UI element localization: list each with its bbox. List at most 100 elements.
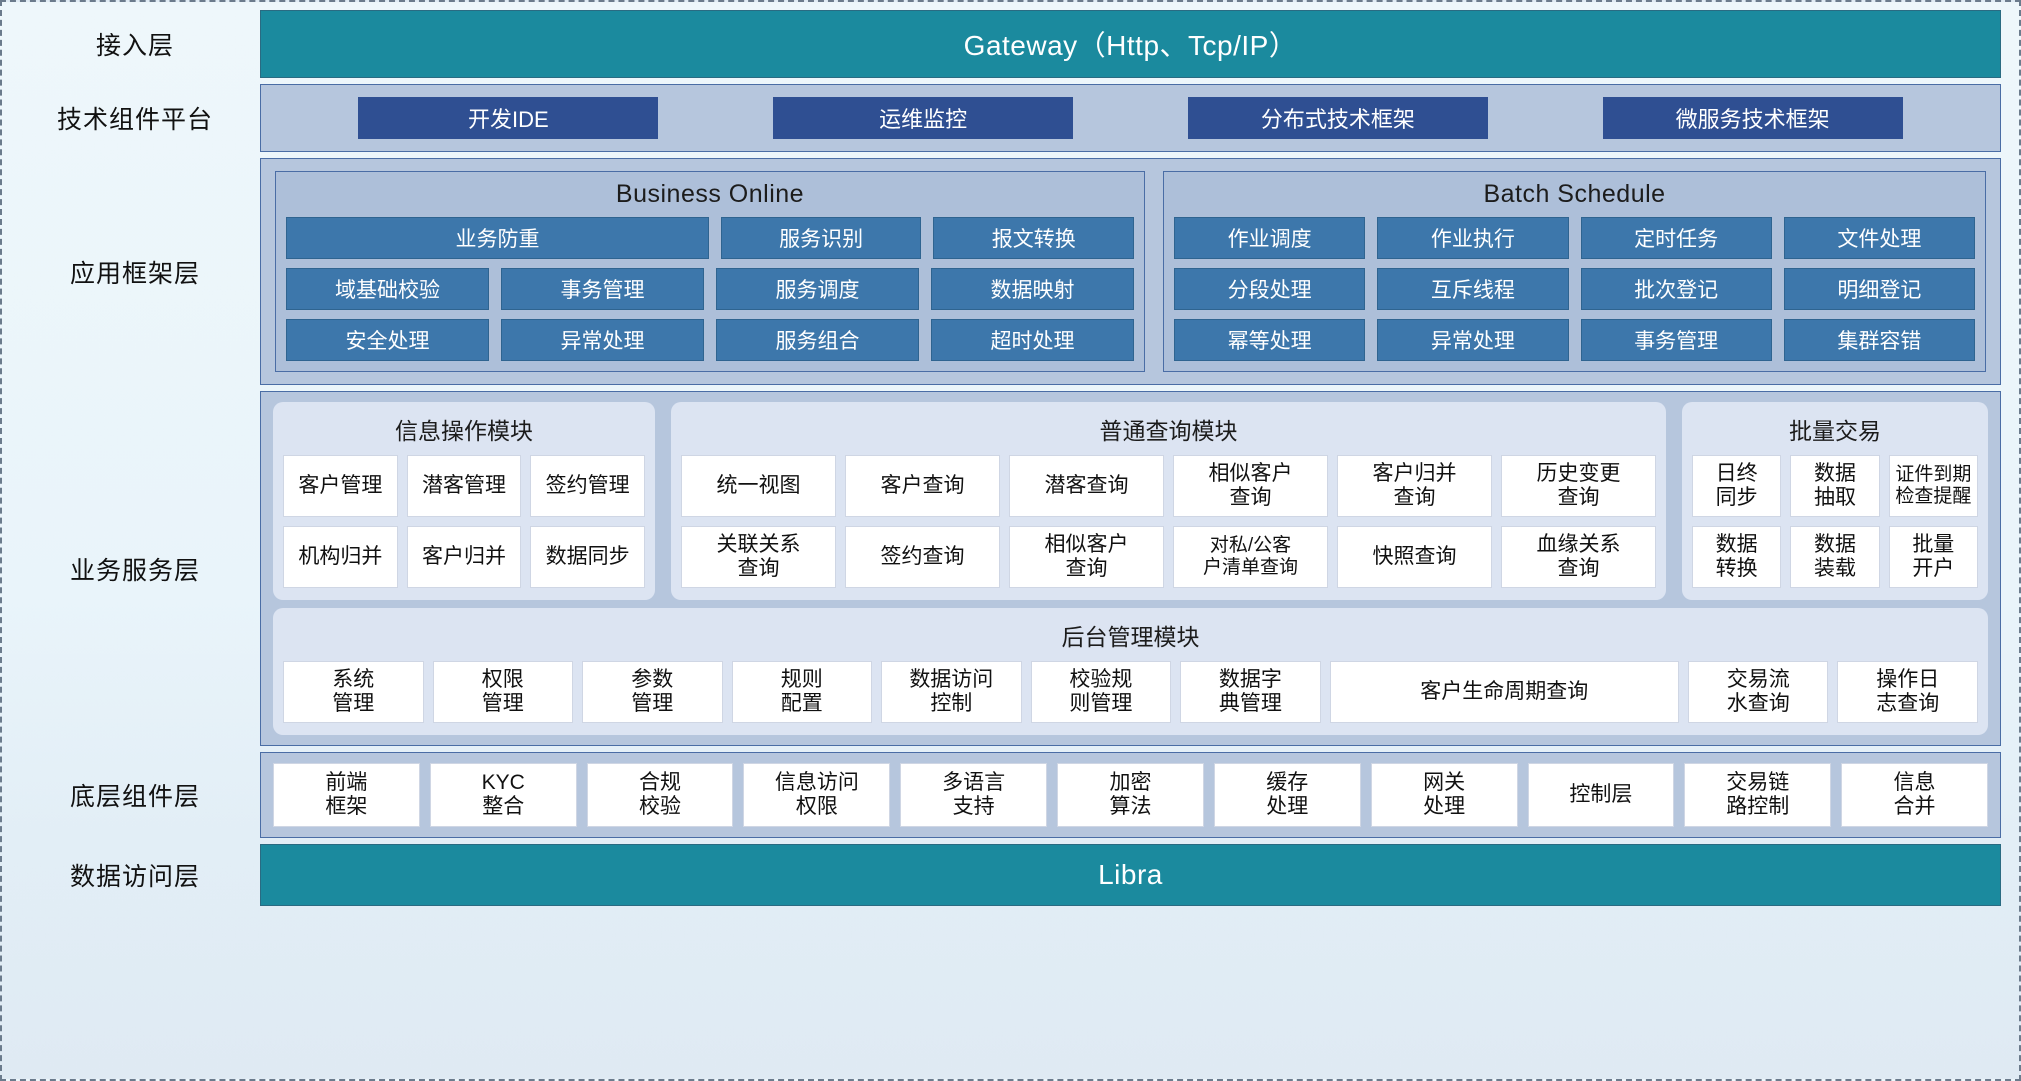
card-permission-mgmt[interactable]: 权限管理 <box>432 661 574 723</box>
module-common-query: 普通查询模块 统一视图 客户查询 潜客查询 相似客户查询 客户归并查询 历史变更… <box>671 402 1666 600</box>
card-customer-lifecycle-query[interactable]: 客户生命周期查询 <box>1329 661 1679 723</box>
card-data-sync[interactable]: 数据同步 <box>530 526 646 588</box>
card-snapshot-query[interactable]: 快照查询 <box>1337 526 1492 588</box>
card-rule-config[interactable]: 规则配置 <box>731 661 873 723</box>
card-history-change-query[interactable]: 历史变更查询 <box>1501 455 1656 517</box>
card-gateway-process[interactable]: 网关处理 <box>1370 763 1518 827</box>
layer-body-access: Gateway（Http、Tcp/IP） <box>260 10 2001 78</box>
fw-chip-job-schedule[interactable]: 作业调度 <box>1174 217 1366 259</box>
card-prospect-query[interactable]: 潜客查询 <box>1009 455 1164 517</box>
fw-chip-exception-process-online[interactable]: 异常处理 <box>501 319 704 361</box>
layer-label-business-service: 业务服务层 <box>69 556 200 585</box>
fw-chip-job-execute[interactable]: 作业执行 <box>1377 217 1569 259</box>
fw-chip-transaction-mgmt-online[interactable]: 事务管理 <box>501 268 704 310</box>
card-batch-account-open[interactable]: 批量开户 <box>1888 526 1978 588</box>
tech-chip-microservice-framework[interactable]: 微服务技术框架 <box>1602 97 1903 139</box>
batch-schedule-grid: 作业调度 作业执行 定时任务 文件处理 分段处理 互斥线程 批次登记 明细登记 <box>1174 217 1975 361</box>
fw-chip-business-dedup[interactable]: 业务防重 <box>286 217 709 259</box>
fw-chip-mutex-thread[interactable]: 互斥线程 <box>1377 268 1569 310</box>
fw-chip-detail-register[interactable]: 明细登记 <box>1783 268 1975 310</box>
card-similar-customer-query-1[interactable]: 相似客户查询 <box>1173 455 1328 517</box>
layer-body-data-access: Libra <box>260 844 2001 906</box>
batch-transaction-row-1: 日终同步 数据抽取 证件到期检查提醒 <box>1692 455 1978 517</box>
card-relation-query[interactable]: 关联关系查询 <box>681 526 836 588</box>
card-info-access-permission[interactable]: 信息访问权限 <box>743 763 891 827</box>
tech-chip-ops-monitor[interactable]: 运维监控 <box>773 97 1074 139</box>
fw-chip-batch-register[interactable]: 批次登记 <box>1580 268 1772 310</box>
card-customer-merge[interactable]: 客户归并 <box>406 526 522 588</box>
fw-chip-cluster-fault-tolerance[interactable]: 集群容错 <box>1783 319 1975 361</box>
fw-chip-service-composition[interactable]: 服务组合 <box>716 319 919 361</box>
card-control-layer[interactable]: 控制层 <box>1527 763 1675 827</box>
tech-chip-dev-ide[interactable]: 开发IDE <box>358 97 659 139</box>
card-transaction-chain-control[interactable]: 交易链路控制 <box>1684 763 1832 827</box>
fw-chip-security-process[interactable]: 安全处理 <box>286 319 489 361</box>
card-contract-query[interactable]: 签约查询 <box>845 526 1000 588</box>
batch-schedule-row-1: 作业调度 作业执行 定时任务 文件处理 <box>1174 217 1975 259</box>
card-lineage-relation-query[interactable]: 血缘关系查询 <box>1501 526 1656 588</box>
layer-body-app-framework: Business Online 业务防重 服务识别 报文转换 域基础校验 事务管… <box>260 158 2001 385</box>
gateway-bar[interactable]: Gateway（Http、Tcp/IP） <box>260 10 2001 78</box>
batch-schedule-row-3: 幂等处理 异常处理 事务管理 集群容错 <box>1174 319 1975 361</box>
module-title-backend-admin: 后台管理模块 <box>1061 624 1200 650</box>
fw-chip-domain-validation[interactable]: 域基础校验 <box>286 268 489 310</box>
card-info-merge[interactable]: 信息合并 <box>1841 763 1988 827</box>
group-title-business-online: Business Online <box>615 180 805 208</box>
card-eod-sync[interactable]: 日终同步 <box>1692 455 1782 517</box>
layer-data-access: 数据访问层 Libra <box>10 844 2001 906</box>
card-encryption-algorithm[interactable]: 加密算法 <box>1057 763 1204 827</box>
card-transaction-flow-query[interactable]: 交易流水查询 <box>1687 661 1829 723</box>
common-query-row-2: 关联关系查询 签约查询 相似客户查询 对私/公客户清单查询 快照查询 血缘关系查… <box>681 526 1656 588</box>
fw-chip-message-convert[interactable]: 报文转换 <box>933 217 1134 259</box>
card-data-dictionary-mgmt[interactable]: 数据字典管理 <box>1180 661 1321 723</box>
fw-chip-segment-process[interactable]: 分段处理 <box>1174 268 1366 310</box>
card-customer-query[interactable]: 客户查询 <box>845 455 1000 517</box>
card-cache-process[interactable]: 缓存处理 <box>1213 763 1361 827</box>
fw-chip-idempotent-process[interactable]: 幂等处理 <box>1174 319 1366 361</box>
card-unified-view[interactable]: 统一视图 <box>681 455 836 517</box>
group-batch-schedule: Batch Schedule 作业调度 作业执行 定时任务 文件处理 分段处理 … <box>1163 171 1986 372</box>
fw-chip-data-mapping[interactable]: 数据映射 <box>931 268 1134 310</box>
fw-chip-file-process[interactable]: 文件处理 <box>1783 217 1975 259</box>
tech-platform-panel: 开发IDE 运维监控 分布式技术框架 微服务技术框架 <box>260 84 2001 152</box>
app-framework-panel: Business Online 业务防重 服务识别 报文转换 域基础校验 事务管… <box>260 158 2001 385</box>
layer-access: 接入层 Gateway（Http、Tcp/IP） <box>10 10 2001 78</box>
card-validation-rule-mgmt[interactable]: 校验规则管理 <box>1030 661 1172 723</box>
card-customer-merge-query[interactable]: 客户归并查询 <box>1337 455 1492 517</box>
card-data-load[interactable]: 数据装载 <box>1790 526 1880 588</box>
common-query-rows: 统一视图 客户查询 潜客查询 相似客户查询 客户归并查询 历史变更查询 关联关系… <box>681 455 1656 588</box>
card-prospect-mgmt[interactable]: 潜客管理 <box>406 455 522 517</box>
fw-chip-exception-process-batch[interactable]: 异常处理 <box>1377 319 1569 361</box>
libra-bar[interactable]: Libra <box>260 844 2001 906</box>
card-data-transform[interactable]: 数据转换 <box>1692 526 1782 588</box>
fw-chip-service-schedule[interactable]: 服务调度 <box>716 268 919 310</box>
fw-chip-timeout-process[interactable]: 超时处理 <box>931 319 1134 361</box>
card-system-mgmt[interactable]: 系统管理 <box>283 661 424 723</box>
fw-chip-timed-task[interactable]: 定时任务 <box>1580 217 1772 259</box>
card-similar-customer-query-2[interactable]: 相似客户查询 <box>1009 526 1164 588</box>
info-operation-rows: 客户管理 潜客管理 签约管理 机构归并 客户归并 数据同步 <box>283 455 646 588</box>
business-online-row-3: 安全处理 异常处理 服务组合 超时处理 <box>286 319 1134 361</box>
card-compliance-validation[interactable]: 合规校验 <box>586 763 734 827</box>
card-certificate-expiry-reminder[interactable]: 证件到期检查提醒 <box>1888 455 1978 517</box>
card-data-extract[interactable]: 数据抽取 <box>1790 455 1880 517</box>
card-operation-log-query[interactable]: 操作日志查询 <box>1837 661 1978 723</box>
fw-chip-service-identify[interactable]: 服务识别 <box>720 217 922 259</box>
business-service-panel: 信息操作模块 客户管理 潜客管理 签约管理 机构归并 客户归并 <box>260 391 2001 746</box>
layer-body-tech-platform: 开发IDE 运维监控 分布式技术框架 微服务技术框架 <box>260 84 2001 152</box>
card-multilingual-support[interactable]: 多语言支持 <box>900 763 1048 827</box>
fw-chip-transaction-mgmt-batch[interactable]: 事务管理 <box>1580 319 1772 361</box>
card-contract-mgmt[interactable]: 签约管理 <box>530 455 646 517</box>
module-info-operation: 信息操作模块 客户管理 潜客管理 签约管理 机构归并 客户归并 <box>273 402 655 600</box>
card-parameter-mgmt[interactable]: 参数管理 <box>582 661 723 723</box>
card-data-access-control[interactable]: 数据访问控制 <box>881 661 1022 723</box>
module-backend-admin: 后台管理模块 系统管理 权限管理 参数管理 规则配置 数据访问控制 校验规则管理… <box>273 608 1988 735</box>
tech-chip-distributed-framework[interactable]: 分布式技术框架 <box>1187 97 1488 139</box>
card-frontend-framework[interactable]: 前端框架 <box>273 763 420 827</box>
card-customer-mgmt[interactable]: 客户管理 <box>283 455 398 517</box>
business-online-row-1: 业务防重 服务识别 报文转换 <box>286 217 1134 259</box>
card-org-merge[interactable]: 机构归并 <box>283 526 398 588</box>
card-private-public-customer-list-query[interactable]: 对私/公客户清单查询 <box>1173 526 1328 588</box>
layer-label-tech-platform: 技术组件平台 <box>56 106 213 134</box>
